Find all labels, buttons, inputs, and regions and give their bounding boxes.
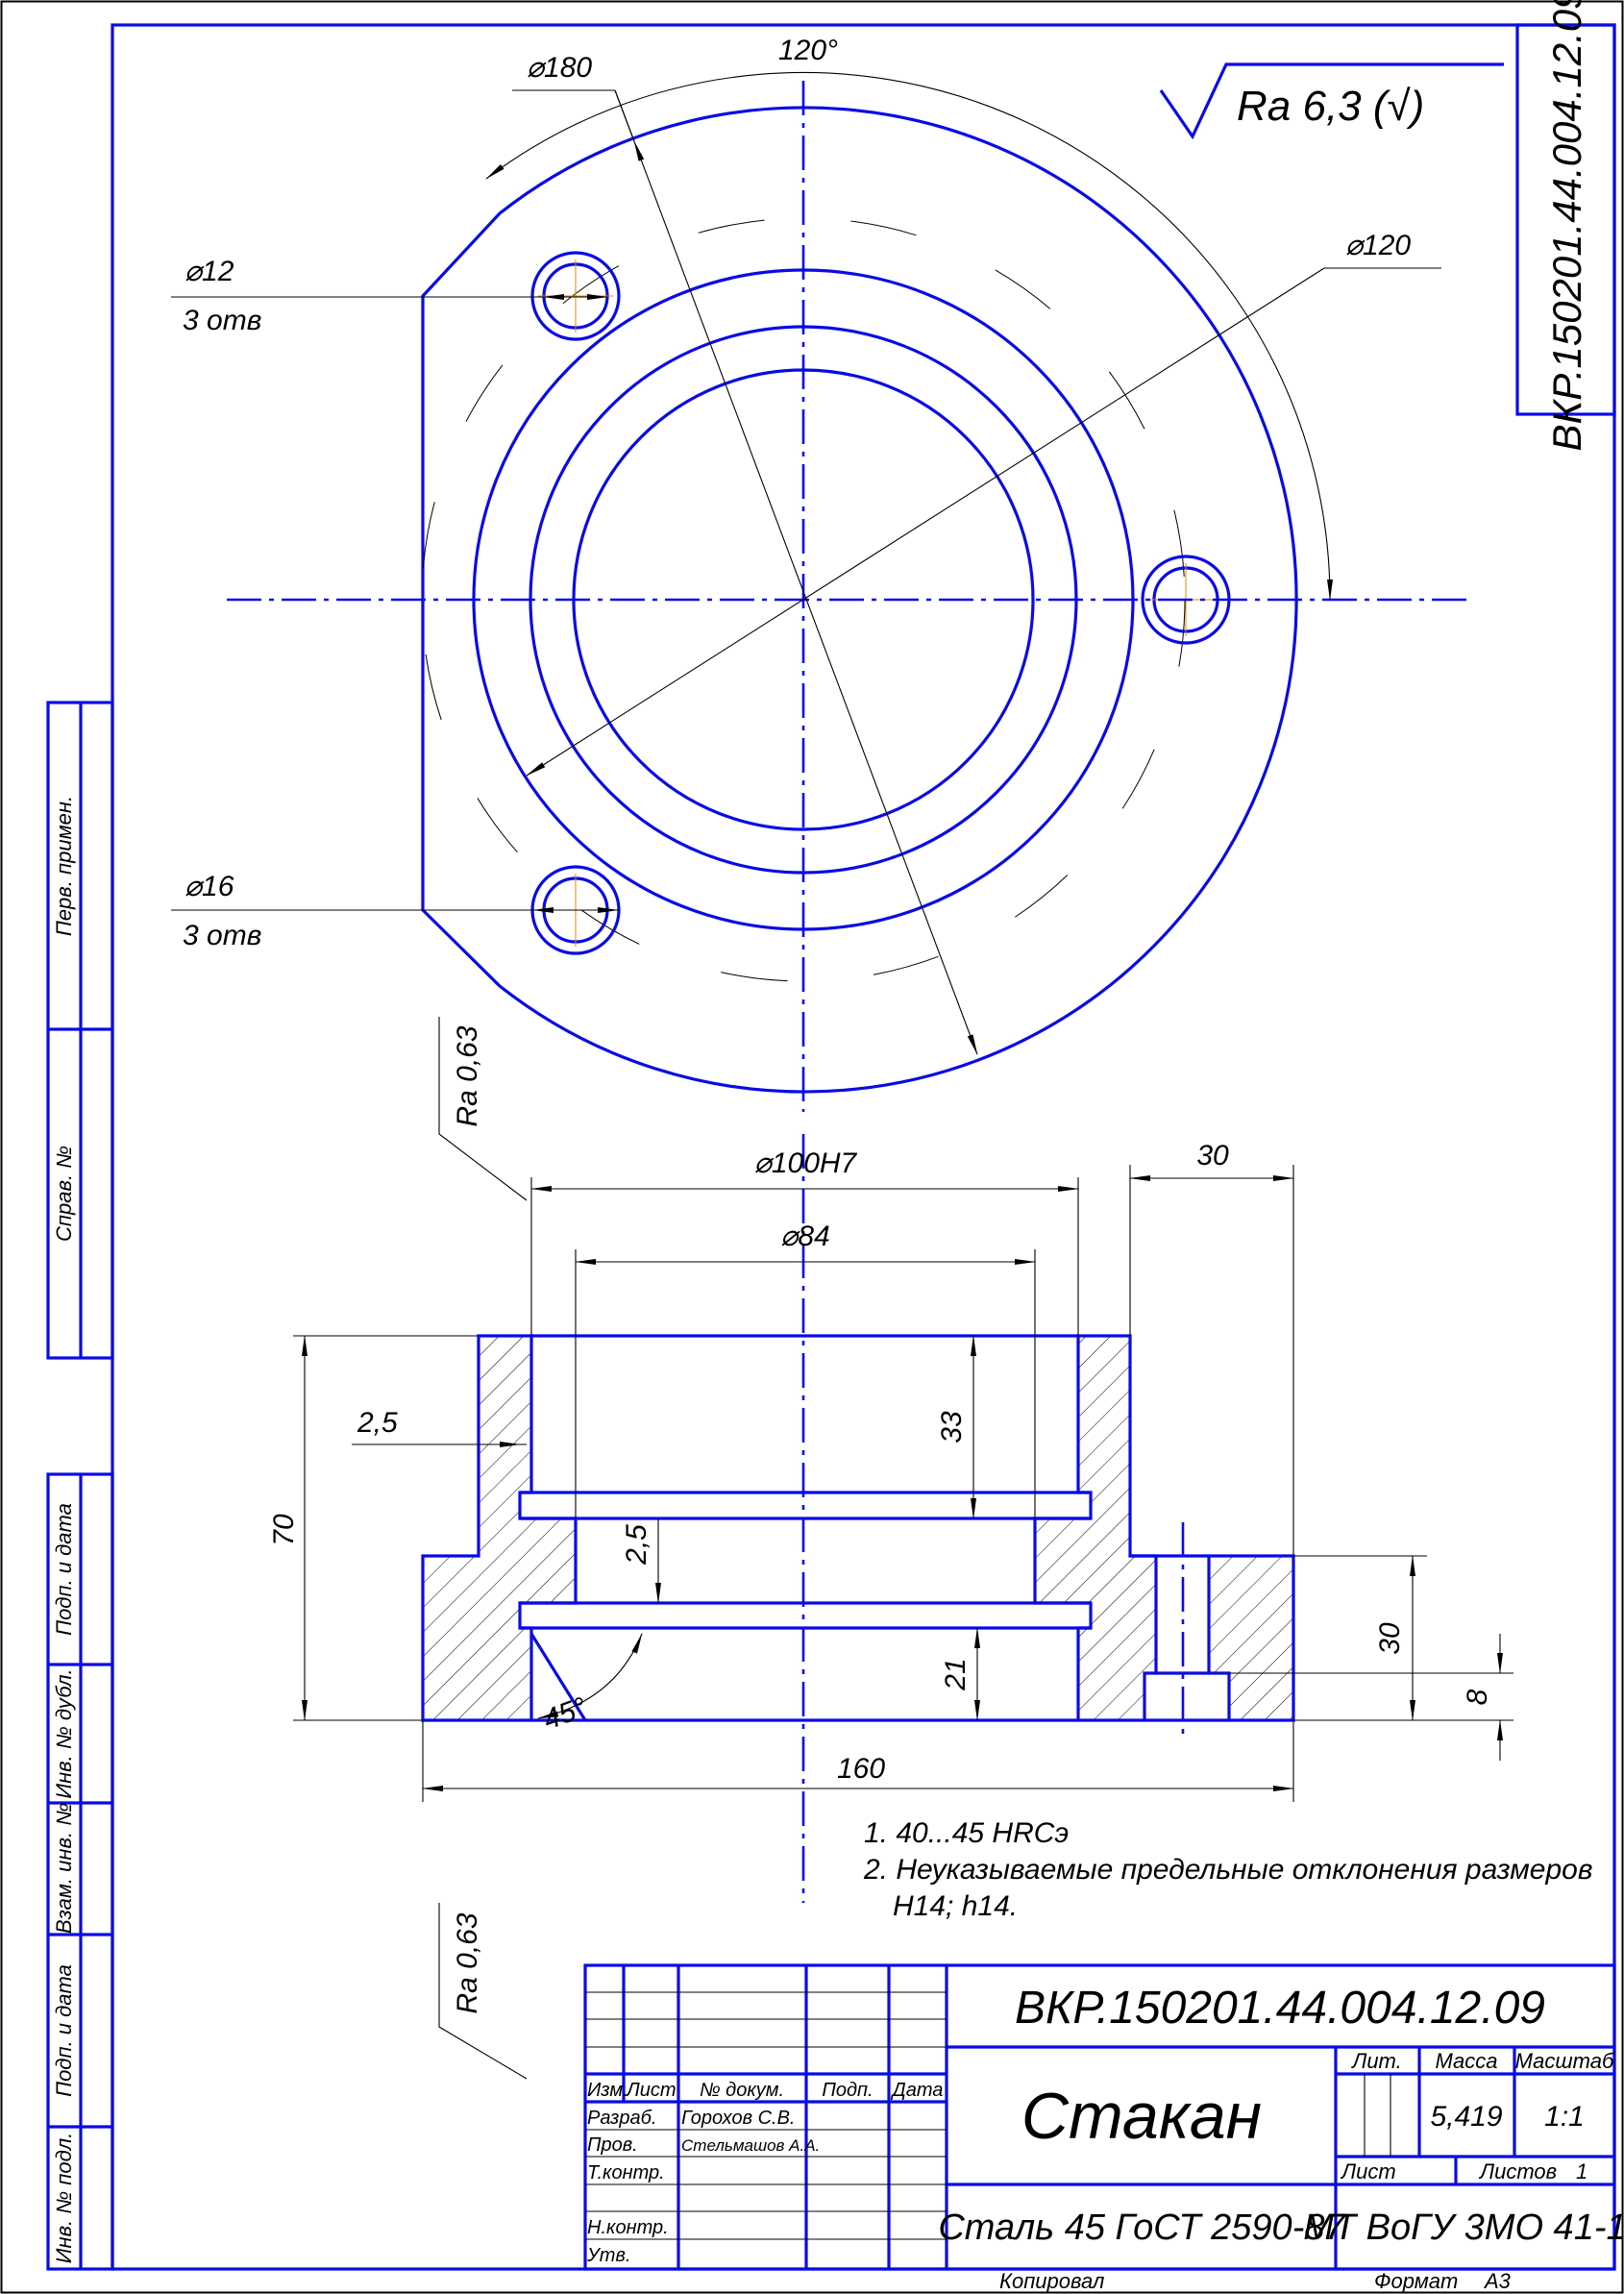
title-material: Сталь 45 ГоСТ 2590-87	[938, 2208, 1346, 2248]
lit-label: Лит.	[1350, 2049, 1402, 2073]
d16-label: ⌀16	[185, 871, 234, 902]
section-right-wall	[1033, 1334, 1158, 1722]
d16-count: 3 отв	[183, 920, 261, 951]
d120-label: ⌀120	[1345, 230, 1411, 261]
note-2: 2. Неуказываемые предельные отклонения р…	[863, 1854, 1593, 1886]
role-checker: Пров.	[587, 2134, 638, 2156]
drawing-frame	[111, 23, 1616, 2271]
header-sign: Подп.	[822, 2080, 873, 2101]
title-organization: МТ ВоГУ 3МО 41-14	[1303, 2208, 1624, 2248]
h21-label: 21	[940, 1658, 972, 1690]
side-stamp-inv-no-podl: Инв. № подл.	[52, 2133, 76, 2264]
d100-label: ⌀100H7	[754, 1147, 858, 1179]
section-left-wall	[421, 1334, 578, 1722]
mass-label: Масса	[1435, 2049, 1497, 2073]
d120-dimension-line	[526, 267, 1325, 777]
angle-dimension-arc	[485, 71, 1333, 601]
h33-label: 33	[936, 1411, 968, 1443]
general-roughness-sign: Ra 6,3 (√)	[1159, 62, 1504, 140]
name-developer: Горохов С.В.	[681, 2108, 795, 2129]
rotated-doc-code: ВКР.150201.44.004.12.09	[1544, 0, 1589, 451]
section-right-flange	[1207, 1554, 1295, 1722]
sheets-label: Листов	[1478, 2159, 1557, 2183]
h8-label: 8	[1462, 1689, 1493, 1705]
title-doc-code: ВКР.150201.44.004.12.09	[1015, 1983, 1545, 2034]
scale-label: Масштаб	[1515, 2049, 1615, 2073]
side-stamp-podp-data-1: Подп. и дата	[52, 1503, 76, 1636]
h30-label: 30	[1374, 1622, 1406, 1655]
header-izm: Изм.	[587, 2080, 628, 2101]
name-checker: Стельмашов А.А.	[681, 2136, 820, 2155]
roughness-upper-label: Ra 0,63	[452, 1025, 483, 1126]
technical-notes: 1. 40...45 HRCэ 2. Неуказываемые предель…	[863, 1817, 1593, 1922]
d12-label: ⌀12	[185, 256, 234, 287]
d180-label: ⌀180	[527, 52, 592, 84]
angle-dimension-label: 120°	[778, 35, 838, 66]
side-stamp-perv-primen: Перв. примен.	[52, 796, 76, 936]
sheets-value: 1	[1576, 2159, 1587, 2183]
note-1: 1. 40...45 HRCэ	[864, 1817, 1069, 1849]
header-doc-no: № докум.	[700, 2080, 784, 2101]
side-stamp: Перв. примен. Справ. № Подп. и дата Инв.…	[46, 701, 114, 2271]
rotated-code-box: ВКР.150201.44.004.12.09	[1515, 0, 1616, 451]
roughness-lower-label: Ra 0,63	[452, 1912, 483, 2013]
roughness-general: Ra 6,3 (√)	[1237, 83, 1424, 130]
bore-roughness-upper: Ra 0,63	[438, 1017, 528, 1201]
footer-format: А3	[1483, 2269, 1512, 2293]
g25b-label: 2,5	[621, 1524, 652, 1566]
footer-copied: Копировал	[999, 2269, 1104, 2293]
w30-label: 30	[1196, 1140, 1229, 1172]
w160-label: 160	[837, 1753, 885, 1785]
title-block: ВКР.150201.44.004.12.09 Стакан Сталь 45 …	[583, 1963, 1624, 2271]
d12-count: 3 отв	[183, 305, 261, 336]
d180-dimension-line	[614, 89, 978, 1055]
side-stamp-vzam-inv-no: Взам. инв. №	[52, 1803, 76, 1934]
side-stamp-podp-data-2: Подп. и дата	[52, 1964, 76, 2097]
sheet-label: Лист	[1340, 2159, 1396, 2183]
note-2-continued: H14; h14.	[893, 1890, 1018, 1922]
g25a-label: 2,5	[357, 1407, 398, 1439]
top-view: 120° ⌀180 ⌀120 ⌀12 3 отв ⌀16 3 отв	[171, 35, 1471, 1112]
footer-format-label: Формат	[1374, 2269, 1458, 2293]
h70-label: 70	[268, 1514, 300, 1546]
role-n-control: Н.контр.	[587, 2217, 669, 2238]
header-date: Дата	[891, 2080, 944, 2101]
side-stamp-inv-no-dubl: Инв. № дубл.	[52, 1668, 76, 1798]
section-view: ⌀100H7 ⌀84 30 70 2,5 33 2,5 21 45° 160 3…	[268, 1134, 1513, 1903]
chamfer-angle-arc	[537, 1633, 643, 1719]
role-developer: Разраб.	[587, 2108, 656, 2129]
side-stamp-sprav-no: Справ. №	[52, 1146, 76, 1242]
bolt-hole	[530, 251, 621, 341]
bore-roughness-lower: Ra 0,63	[438, 1903, 528, 2080]
role-approved: Утв.	[586, 2245, 630, 2266]
role-t-control: Т.контр.	[587, 2162, 665, 2183]
title-part-name: Стакан	[1021, 2080, 1262, 2153]
d84-label: ⌀84	[780, 1221, 829, 1252]
header-list: Лист	[625, 2080, 677, 2101]
chamfer-label: 45°	[539, 1691, 591, 1737]
mass-value: 5,419	[1430, 2101, 1502, 2133]
scale-value: 1:1	[1544, 2101, 1585, 2133]
